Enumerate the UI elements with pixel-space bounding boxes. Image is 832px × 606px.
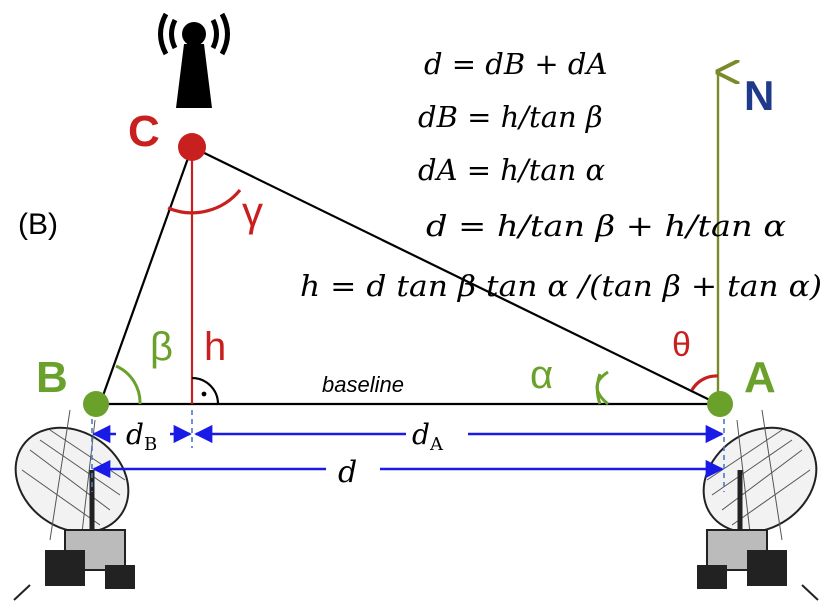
alpha-arc-outer [595,370,609,406]
beta-label: β [150,325,173,369]
equation-4: d = h/tan β + h/tan α [426,209,786,243]
point-C-dot [178,133,206,161]
dA-label-sub: A [429,434,444,455]
equation-1: d = dB + dA [424,47,607,81]
right-angle-dot [201,391,207,397]
alpha-label: α [530,353,553,397]
side-CA [191,146,719,405]
point-A-dot [707,391,733,417]
panel-label: (B) [18,208,58,241]
dA-label-base: d [412,418,430,451]
theta-label: θ [672,326,691,364]
antenna-tower-icon [158,12,230,108]
dB-label-sub: B [144,434,157,455]
dA-label: dA [412,418,444,455]
gamma-label: γ [242,188,263,235]
side-BC [98,146,194,405]
point-A-label: A [744,353,776,402]
equation-2: dB = h/tan β [418,100,603,134]
satellite-dish-icon [697,409,819,601]
equation-5: h = d tan β tan α /(tan β + tan α) [300,269,822,303]
theta-arc [690,374,719,391]
d-label: d [338,455,357,490]
point-B-dot [83,391,109,417]
dB-label: dB [126,418,157,455]
baseline-label: baseline [322,372,404,397]
point-C-label: C [128,107,160,156]
satellite-dish-icon [13,409,135,601]
beta-arc [115,364,142,405]
dB-label-base: d [126,418,144,451]
equation-3: dA = h/tan α [418,153,605,187]
north-label: N [744,72,774,119]
point-B-label: B [36,353,68,402]
height-label: h [204,325,226,369]
gamma-arc [167,188,242,215]
right-angle-marker [191,376,220,405]
